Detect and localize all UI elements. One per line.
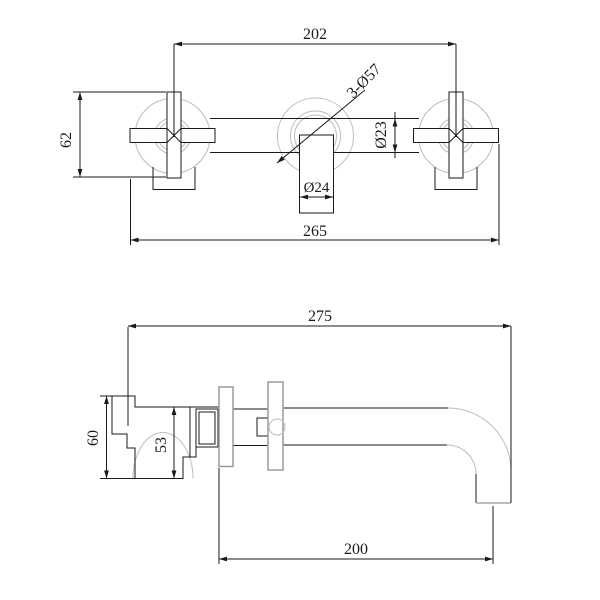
dim-label-handle-spacing: 202 [303, 26, 327, 43]
side-view-labels: 275 60 53 200 [85, 308, 368, 558]
spout-boss-outline [299, 134, 334, 214]
dim-200-lines [218, 468, 494, 564]
dim-53-arrows [171, 407, 177, 479]
dim-62-lines [73, 91, 166, 178]
spout-bend [446, 407, 512, 504]
sleeve-neck-line [190, 447, 197, 458]
side-view: 275 60 53 200 [85, 308, 512, 564]
dim-24-arrows [300, 194, 333, 200]
body-connector-detail [256, 417, 269, 437]
dim-label-handle-size: 62 [58, 132, 75, 148]
dim-label-spout-diameter: Ø24 [304, 180, 330, 196]
wall-plates [218, 381, 284, 471]
spout-bend-inner-arc [446, 444, 477, 475]
handle-brackets [152, 167, 478, 190]
dim-23-arrows [392, 118, 398, 153]
dim-57-leader-arrow [277, 156, 285, 163]
dim-60-lines [100, 395, 135, 479]
dim-label-overall-depth: 275 [308, 308, 332, 325]
dim-57-leader-line [276, 89, 366, 164]
body-section-lines [233, 408, 268, 446]
handle-profile-outline [111, 395, 191, 479]
dim-label-spout-reach: 200 [344, 541, 368, 558]
wall-plate-spout [267, 381, 284, 471]
dim-275-lines [127, 325, 512, 503]
dim-label-escutcheon: 3-Ø57 [344, 61, 385, 102]
spout-tube-lines [283, 407, 448, 446]
plate-screw-circle [268, 418, 286, 436]
side-view-arrowheads [104, 323, 511, 562]
left-handle-bracket [152, 167, 196, 190]
cartridge-outline-inner [198, 411, 216, 445]
dim-202-lines [173, 43, 457, 137]
dim-label-handle-inner: 53 [153, 437, 170, 453]
dim-label-body-diameter: Ø23 [373, 121, 390, 149]
cartridge-outline-outer [195, 408, 219, 448]
front-view: 202 62 3-Ø57 Ø23 Ø24 265 [58, 26, 500, 245]
wall-plate-handle [218, 386, 234, 468]
right-handle-bracket [434, 167, 478, 190]
front-view-dimensions [73, 43, 500, 245]
dim-label-handle-outer: 60 [85, 430, 102, 446]
dim-265-lines [130, 144, 500, 245]
side-profile [111, 395, 477, 503]
dim-label-overall-width: 265 [303, 223, 327, 240]
front-view-arrowheads [77, 41, 499, 243]
spout-bend-outer-arc [447, 407, 512, 472]
side-view-dimensions [100, 325, 512, 564]
handle-base-arc [132, 432, 194, 479]
